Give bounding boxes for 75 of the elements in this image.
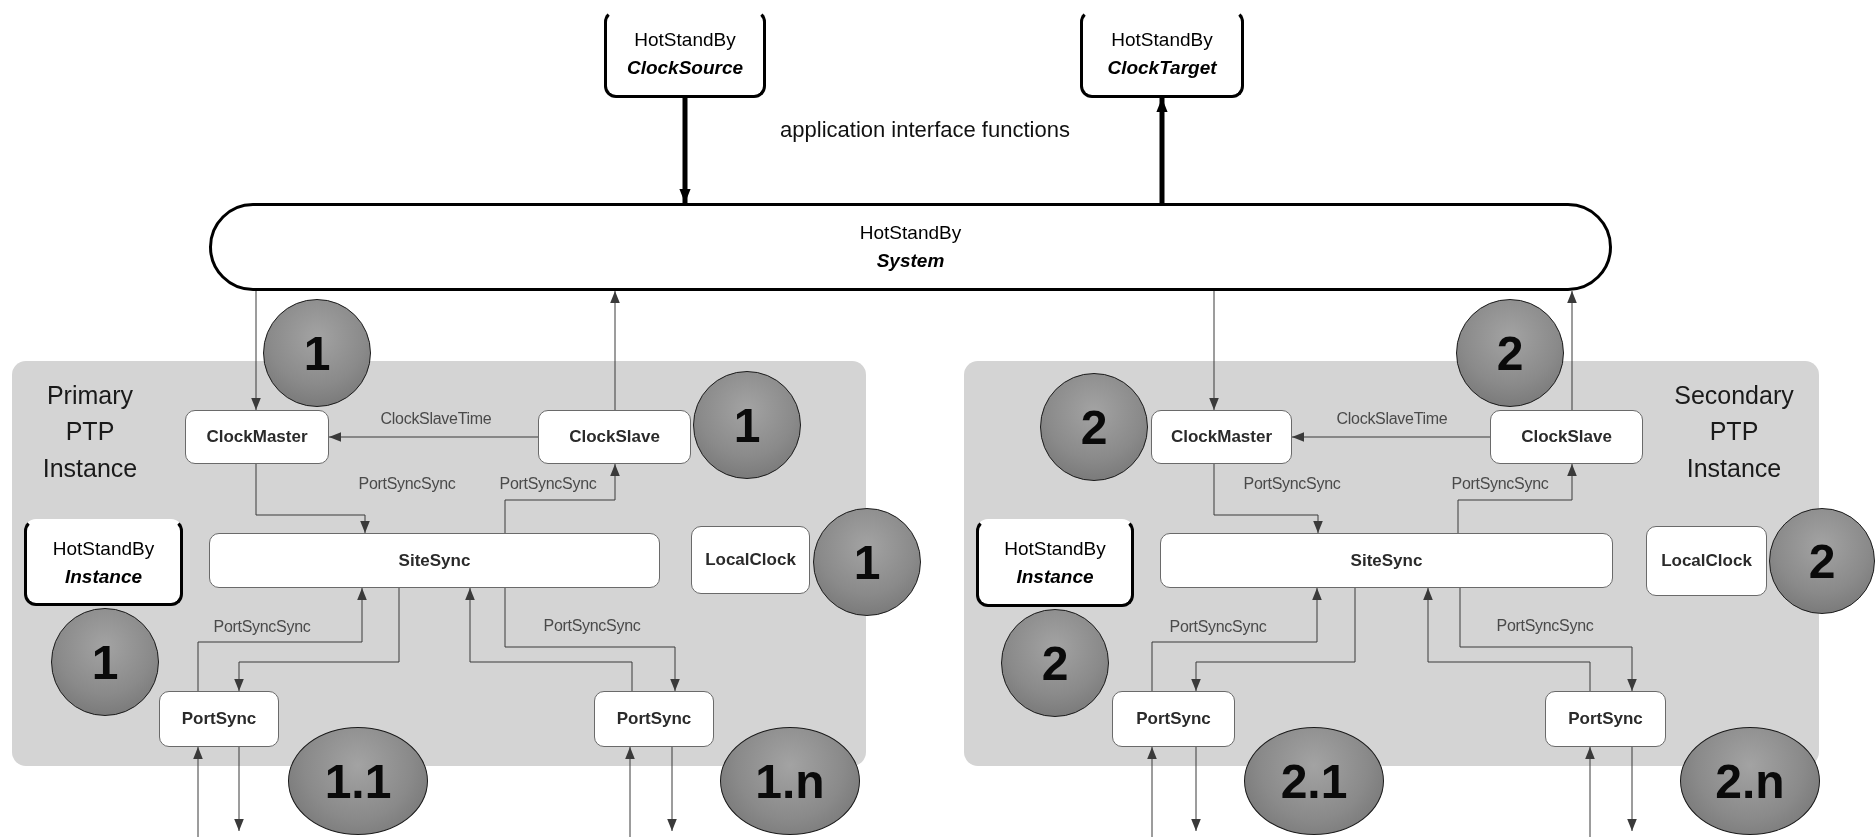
callout-circle: 1 [693, 371, 801, 479]
arrow [1291, 432, 1491, 442]
edge-label: PortSyncSync [356, 475, 458, 493]
panel-title: Primary PTP Instance [41, 380, 139, 484]
function-box: SiteSync [1160, 533, 1613, 588]
interface-box [976, 519, 1134, 607]
function-box: ClockSlave [1490, 410, 1643, 464]
box-subtitle: System [876, 250, 945, 272]
edge-label: PortSyncSync [211, 618, 313, 636]
arrow [1156, 98, 1168, 203]
arrow [328, 432, 539, 442]
function-box: LocalClock [1646, 526, 1767, 596]
callout-circle: 1 [51, 608, 159, 716]
callout-circle: 1.n [720, 727, 860, 835]
arrow [1627, 746, 1637, 832]
function-box: SiteSync [209, 533, 660, 588]
callout-circle: 2 [1040, 373, 1148, 481]
interface-box [1080, 10, 1244, 98]
arrow [625, 746, 635, 837]
arrow [234, 587, 400, 692]
function-box: PortSync [1545, 691, 1666, 747]
box-title: HotStandBy [634, 29, 736, 51]
interface-box [24, 519, 183, 606]
function-box: PortSync [1112, 691, 1235, 747]
callout-circle: 2 [1456, 299, 1564, 407]
arrow [1191, 746, 1201, 832]
edge-label: PortSyncSync [1449, 475, 1551, 493]
function-box: PortSync [159, 691, 279, 747]
arrow [610, 290, 620, 411]
arrow [1191, 587, 1356, 692]
arrow [1457, 463, 1577, 534]
edge-label: PortSyncSync [497, 475, 599, 493]
box-subtitle: Instance [1016, 566, 1094, 588]
function-box: ClockSlave [538, 410, 691, 464]
box-title: HotStandBy [52, 537, 155, 560]
arrow [1213, 463, 1323, 534]
edge-label: PortSyncSync [1241, 475, 1343, 493]
callout-circle: 2 [1001, 609, 1109, 717]
box-title: HotStandBy [1004, 538, 1106, 560]
function-box: LocalClock [691, 526, 810, 594]
callout-circle: 1.1 [288, 727, 428, 835]
edge-label: PortSyncSync [1167, 618, 1269, 636]
edge-label: PortSyncSync [1494, 617, 1596, 635]
box-title: HotStandBy [1111, 29, 1213, 51]
function-box: ClockMaster [1151, 410, 1292, 464]
arrow [251, 290, 261, 411]
function-box: PortSync [594, 691, 714, 747]
callout-circle: 1 [263, 299, 371, 407]
arrow [234, 746, 244, 832]
box-title: HotStandBy [859, 222, 962, 244]
arrow [255, 463, 370, 534]
arrow [193, 746, 203, 837]
arrow [1459, 587, 1637, 692]
arrow [1209, 290, 1219, 411]
arrow [1585, 746, 1595, 837]
arrow [1423, 587, 1591, 692]
arrow [465, 587, 633, 692]
box-subtitle: ClockSource [626, 57, 744, 79]
arrow [1147, 746, 1157, 837]
arrow [667, 746, 677, 832]
callout-circle: 2.n [1680, 727, 1820, 835]
arrow [504, 463, 620, 534]
box-subtitle: ClockTarget [1107, 57, 1217, 79]
callout-circle: 2.1 [1244, 727, 1384, 835]
panel-title: Secondary PTP Instance [1673, 380, 1795, 484]
arrow [1567, 290, 1577, 411]
arrow [1151, 587, 1322, 692]
arrow [504, 587, 680, 692]
edge-label: PortSyncSync [541, 617, 643, 635]
arrow [679, 98, 691, 203]
arrow [197, 587, 367, 692]
interface-box [604, 10, 766, 98]
annotation-text: application interface functions [780, 117, 1070, 143]
function-box: ClockMaster [185, 410, 329, 464]
box-subtitle: Instance [64, 565, 143, 588]
